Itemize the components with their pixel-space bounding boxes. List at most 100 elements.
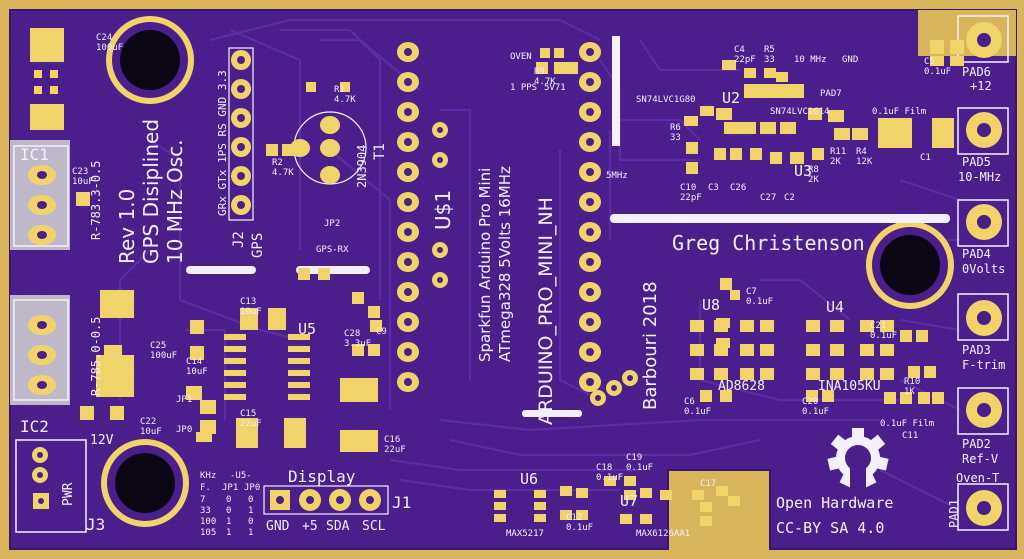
smd-pad (714, 148, 726, 160)
license-line2: CC-BY SA 4.0 (776, 519, 884, 537)
t1-ref: T1 (372, 143, 388, 160)
smd-pad (760, 320, 774, 332)
smd-pad (224, 382, 246, 388)
arduino-left-pins (397, 42, 419, 392)
pad1 (957, 483, 1009, 531)
smd-pad (288, 358, 310, 364)
smd-pad (536, 62, 548, 74)
component-value-c19: 0.1uF (626, 463, 653, 473)
smd-pad (932, 392, 944, 404)
smd-pad (624, 476, 636, 486)
smd-pad (620, 514, 632, 524)
smd-pad (728, 496, 740, 506)
smd-pad (692, 490, 704, 500)
arduino-pin (606, 380, 622, 396)
gps-pin-labels: GRx GTx 1PS RS GND 3.3 (216, 70, 229, 216)
smd-pad (730, 148, 742, 160)
smd-pad (368, 344, 380, 356)
smd-pad (720, 390, 732, 402)
component-ref-c12: C12 (566, 513, 582, 523)
component-value-c5: 0.1uF (924, 67, 951, 77)
power-header-j3 (15, 439, 87, 533)
arduino-pin (397, 72, 419, 92)
smd-pad (806, 368, 820, 380)
pad6-label: +12 (970, 79, 992, 93)
svg-text:F.: F. (200, 483, 211, 493)
smd-pad (860, 344, 874, 356)
smd-pad (76, 192, 90, 206)
component-ref-c17: C17 (700, 479, 716, 489)
smd-pad (266, 144, 278, 156)
smd-pad (224, 370, 246, 376)
smd-pad (700, 516, 712, 526)
component-value-c7: 0.1uF (746, 297, 773, 307)
power-voltage: 12V (90, 433, 114, 448)
component-value-c20: 0.1uF (802, 407, 829, 417)
smd-pad (196, 432, 212, 442)
smd-pad (554, 62, 566, 74)
smd-pad (950, 56, 964, 66)
smd-pad (776, 72, 788, 82)
smd-pad (880, 368, 894, 380)
component-value-r1: 4.7K (334, 95, 356, 105)
smd-pad (808, 108, 822, 120)
svg-text:1: 1 (248, 528, 253, 538)
smd-pad (566, 62, 578, 74)
arduino-inner-pins (432, 122, 638, 406)
smd-pad (900, 330, 912, 342)
svg-text:100: 100 (200, 517, 216, 527)
component-value-c14: 10uF (186, 367, 208, 377)
svg-text:1 PPS: 1 PPS (510, 83, 537, 93)
u5-ref: U5 (298, 320, 316, 338)
component-value-c4: 22pF (734, 55, 756, 65)
smd-pad (740, 320, 754, 332)
arduino-pin (432, 122, 448, 138)
silk-title: Rev 1.0 GPS Disiplined 10 MHz Osc. (115, 119, 187, 264)
smd-pad (686, 142, 698, 154)
smd-pad (560, 510, 572, 520)
smd-pad (750, 148, 762, 160)
component-ref-c7: C7 (746, 287, 757, 297)
arduino-pin (397, 222, 419, 242)
smd-pad (830, 344, 844, 356)
svg-text:JP0: JP0 (244, 483, 260, 493)
component-ref-c25: C25 (150, 341, 166, 351)
svg-text:KHz: KHz (200, 471, 216, 481)
smd-pad (760, 122, 776, 134)
component-ref-c1: C1 (920, 153, 931, 163)
smd-pad (306, 82, 316, 92)
gear-tooth (874, 456, 889, 471)
arduino-pin (397, 42, 419, 62)
component-value-r10: 1K (904, 387, 915, 397)
smd-pad (224, 358, 246, 364)
smd-pad (900, 392, 912, 404)
component-value-r8: 2K (808, 175, 819, 185)
smd-pad (740, 344, 754, 356)
smd-pad (764, 68, 776, 78)
smd-pad (640, 488, 652, 498)
author-name: Greg Christenson (672, 231, 865, 255)
pad3-label: F-trim (962, 358, 1005, 372)
smd-pad (828, 110, 844, 122)
svg-text:0.1uF Film: 0.1uF Film (880, 419, 934, 429)
open-hardware-logo (827, 428, 889, 488)
arduino-pin (432, 272, 448, 288)
smd-pads (76, 40, 964, 526)
smd-pad (560, 486, 572, 496)
gps-pin (231, 79, 251, 99)
smd-pad (186, 386, 202, 400)
smd-pad (740, 122, 756, 134)
smd-pad (640, 514, 652, 524)
component-ref-c15: C15 (240, 409, 256, 419)
component-value-c12: 0.1uF (566, 523, 593, 533)
smd-pad (830, 320, 844, 332)
smd-pad (190, 346, 204, 360)
component-ref-c6: C6 (684, 397, 695, 407)
svg-text:1: 1 (226, 517, 231, 527)
smd-pad (690, 344, 704, 356)
smd-pad (534, 514, 546, 522)
license-line1: Open Hardware (776, 494, 893, 512)
ic1-ref: IC1 (20, 145, 49, 164)
component-ref-r8: R8 (808, 165, 819, 175)
component-ref-r5: R5 (764, 45, 775, 55)
